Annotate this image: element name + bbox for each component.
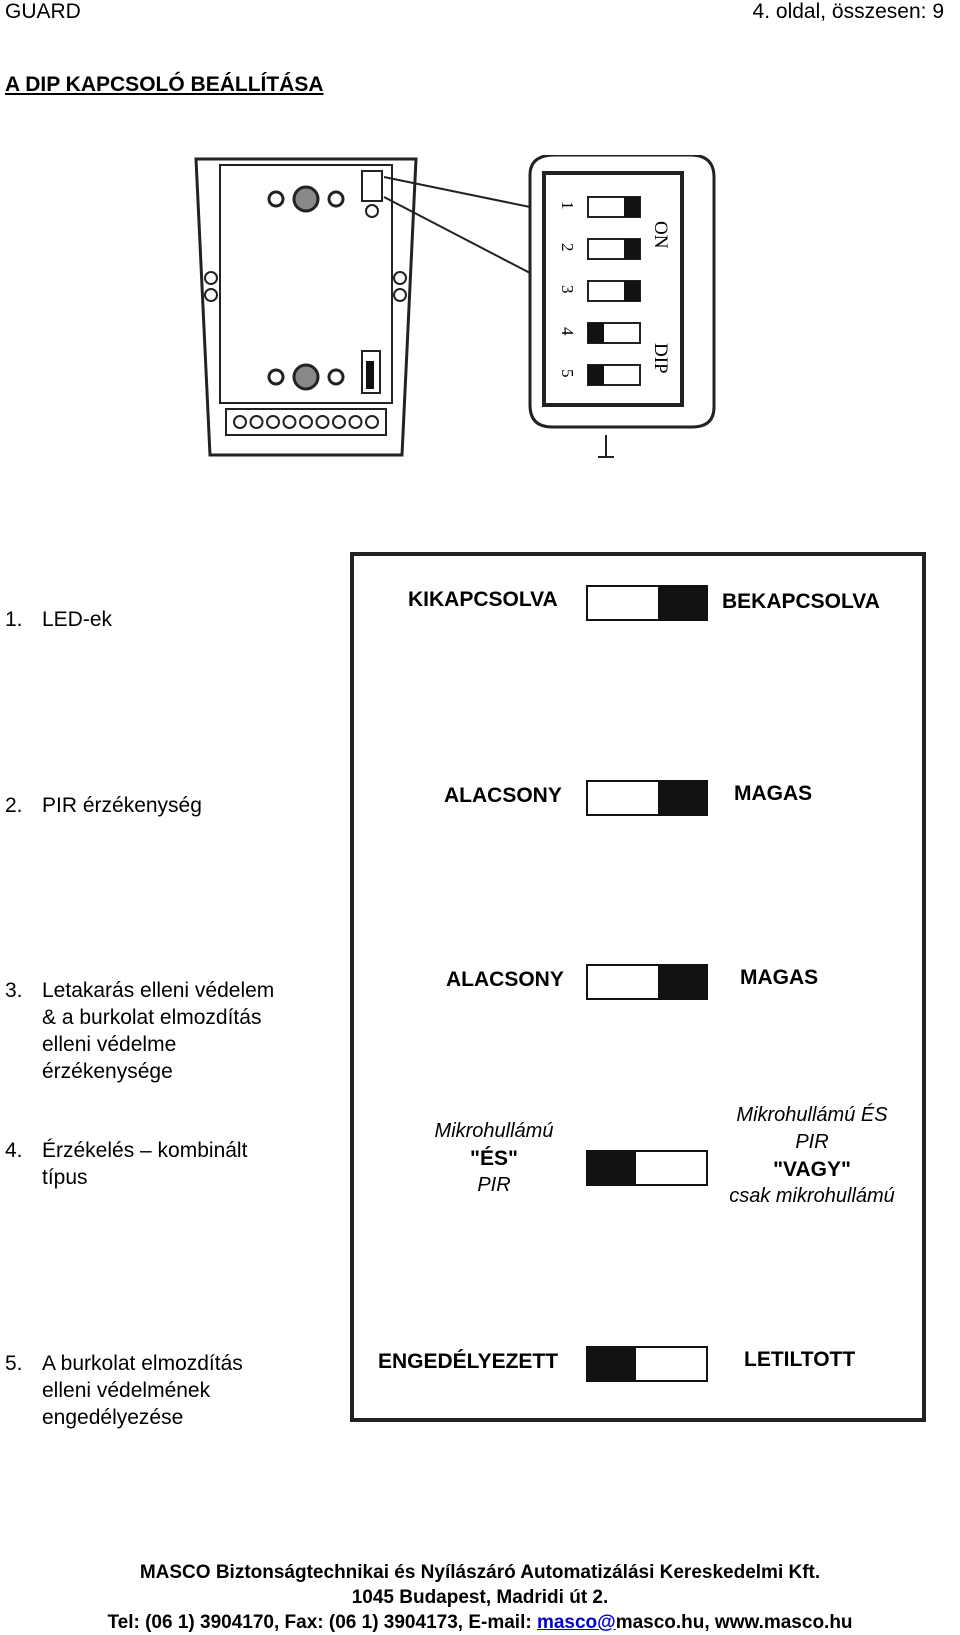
switch-5-right-label: LETILTOTT <box>744 1348 856 1371</box>
device-outline <box>194 157 418 457</box>
footer-address: 1045 Budapest, Madridi út 2. <box>351 1587 609 1608</box>
dip-switch-knob-1 <box>624 197 640 217</box>
switch-5-left-label: ENGEDÉLYEZETT <box>378 1350 559 1373</box>
switch-1-diagram <box>586 585 708 621</box>
setting-description-4: 4. Érzékelés – kombinált típus <box>5 1139 248 1189</box>
switch-settings-panel: KIKAPCSOLVA BEKAPCSOLVA ALACSONY MAGAS A… <box>350 552 926 1422</box>
terminal-screw <box>365 415 379 429</box>
dip-switch-knob-5 <box>588 365 604 385</box>
dip-switches: 1 2 3 4 5 <box>558 196 641 386</box>
led-icon <box>267 368 285 386</box>
dip-switch-knob-4 <box>588 323 604 343</box>
switch-2-right-label: MAGAS <box>734 782 813 805</box>
dip-switch-block <box>542 171 684 407</box>
terminal-screw <box>315 415 330 429</box>
terminal-screw <box>266 415 280 429</box>
email-link[interactable]: masco@ <box>536 1612 616 1633</box>
dip-switch-knob-3 <box>624 281 640 301</box>
switch-knob <box>658 782 706 814</box>
switch-4-right-label: Mikrohullámú ÉS PIR "VAGY" csak mikrohul… <box>729 1104 895 1207</box>
page-title: A DIP KAPCSOLÓ BEÁLLÍTÁSA <box>5 73 324 96</box>
switch-5-diagram <box>586 1346 708 1382</box>
terminal-strip <box>225 408 387 436</box>
device-diagram: 1 2 3 4 5 ON DIP <box>194 155 716 458</box>
switch-knob <box>588 1348 636 1380</box>
tamper-switch-icon <box>361 350 381 394</box>
header-left: GUARD <box>5 0 81 23</box>
switch-knob <box>658 966 706 998</box>
terminal-screw <box>249 415 264 429</box>
terminal-screw <box>233 415 247 429</box>
switch-3-diagram <box>586 964 708 1000</box>
terminal-screw <box>332 415 346 429</box>
setting-description-1: 1. LED-ek <box>5 608 113 631</box>
led-icon <box>267 190 285 208</box>
led-icon <box>327 190 345 208</box>
dip-number-5: 5 <box>558 369 577 378</box>
switch-knob <box>588 1152 636 1184</box>
mini-dip-icon <box>361 170 383 202</box>
switch-2-left-label: ALACSONY <box>444 784 562 807</box>
footer-company: MASCO Biztonságtechnikai és Nyílászáró A… <box>139 1562 821 1583</box>
dip-number-4: 4 <box>558 327 577 336</box>
switch-2-diagram <box>586 780 708 816</box>
dip-number-1: 1 <box>558 201 577 210</box>
switch-1-right-label: BEKAPCSOLVA <box>722 590 880 613</box>
sensor-icon <box>292 363 320 391</box>
switch-1-left-label: KIKAPCSOLVA <box>408 588 558 611</box>
terminal-screw <box>348 415 363 429</box>
device-board <box>219 164 393 404</box>
dip-label: DIP <box>650 343 671 374</box>
callout-bubble <box>528 155 716 429</box>
setting-description-5: 5. A burkolat elmozdítás elleni védelmén… <box>5 1352 243 1429</box>
switch-4-left-label: Mikrohullámú "ÉS" PIR <box>434 1120 554 1196</box>
led-icon <box>327 368 345 386</box>
dip-switch-knob-2 <box>624 239 640 259</box>
header-page-number: 4. oldal, összesen: 9 <box>752 0 944 23</box>
setting-description-3: 3. Letakarás elleni védelem & a burkolat… <box>5 979 275 1083</box>
footer: MASCO Biztonságtechnikai és Nyílászáró A… <box>0 1560 960 1635</box>
switch-3-right-label: MAGAS <box>740 966 819 989</box>
dip-number-2: 2 <box>558 243 577 252</box>
terminal-screws <box>233 415 379 429</box>
dip-on-label: ON <box>650 221 671 249</box>
switch-4-diagram <box>586 1150 708 1186</box>
setting-description-2: 2. PIR érzékenység <box>5 794 202 817</box>
dip-number-3: 3 <box>558 285 577 294</box>
footer-contact: Tel: (06 1) 3904170, Fax: (06 1) 3904173… <box>107 1612 853 1633</box>
switch-3-left-label: ALACSONY <box>446 968 564 991</box>
terminal-screw <box>299 415 313 429</box>
terminal-screw <box>282 415 297 429</box>
sensor-icon <box>292 185 320 213</box>
switch-knob <box>658 587 706 619</box>
